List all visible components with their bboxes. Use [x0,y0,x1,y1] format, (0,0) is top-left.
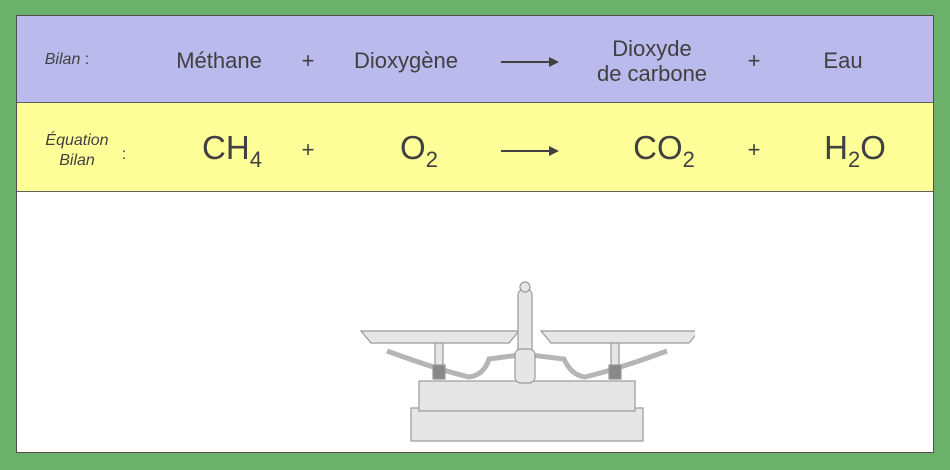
reaction-arrow [501,57,559,67]
reaction-arrow [501,146,559,156]
plus-sign: + [747,48,761,73]
plus-sign: + [301,48,315,73]
formula-o2: O2 [400,129,438,172]
reactant-dioxygen: Dioxygène [354,48,458,73]
formula-ch4: CH4 [202,129,262,172]
equation-colon: : [121,146,127,163]
plus-sign: + [301,137,315,162]
product-water: Eau [823,48,863,73]
formula-co2: CO2 [633,129,695,172]
bilan-label: Bilan : [44,51,90,68]
formula-h2o: H2O [824,129,886,172]
plus-sign: + [747,137,761,162]
balance-scale-icon [359,281,695,442]
reactant-methane: Méthane [176,48,262,73]
